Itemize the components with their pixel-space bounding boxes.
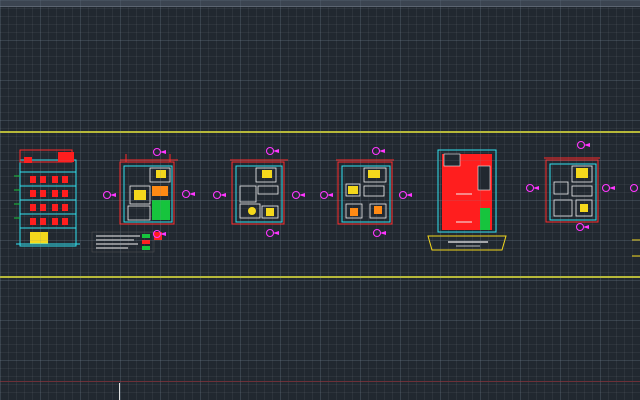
sheet-plan-4[interactable] bbox=[544, 157, 600, 223]
x-axis-line bbox=[0, 381, 640, 382]
sheet-plan-2[interactable] bbox=[230, 159, 288, 225]
sheet-plan-1[interactable] bbox=[91, 154, 178, 253]
axis-markers bbox=[102, 140, 639, 239]
sheet-plan-3[interactable] bbox=[336, 159, 394, 225]
ribbon-edge bbox=[0, 0, 640, 7]
sheet-elevation[interactable] bbox=[14, 149, 80, 247]
sheet-roof-plan[interactable] bbox=[427, 149, 507, 251]
plan-1-legend bbox=[91, 231, 162, 253]
crosshair-icon bbox=[119, 383, 120, 400]
